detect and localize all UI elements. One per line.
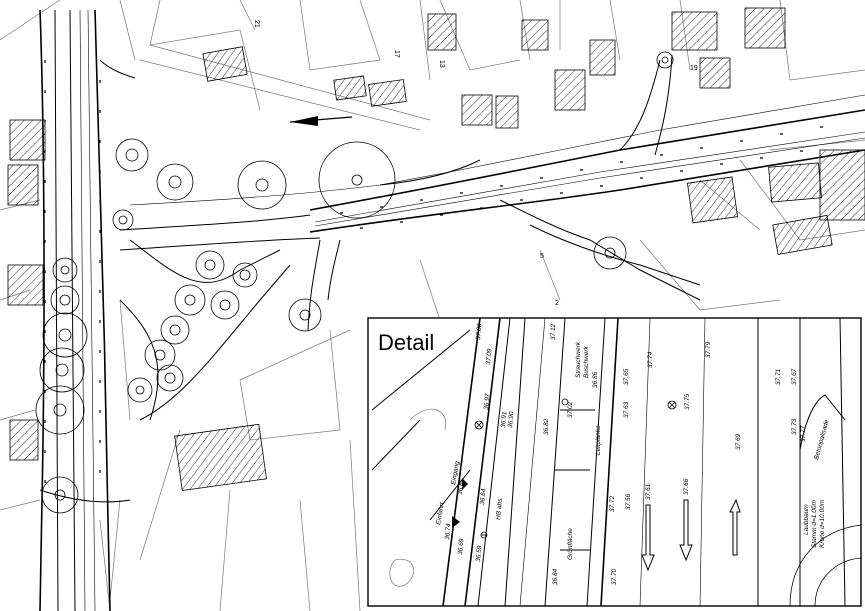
label-strauchwerk: Strauchwerk bbox=[575, 341, 582, 378]
tree-symbol-icon bbox=[593, 236, 627, 270]
tree-symbol-icon bbox=[156, 163, 194, 201]
tree-symbol-icon bbox=[318, 141, 396, 219]
label-laubbaum: Laubbaum bbox=[803, 504, 810, 535]
spot-height: 37.70 bbox=[611, 568, 618, 585]
spot-height: 36.97 bbox=[483, 393, 491, 410]
tree-symbol-icon bbox=[156, 364, 184, 392]
tree-symbol-icon bbox=[160, 315, 190, 345]
plan-small-labels: 21 17 13 19 2 5 bbox=[253, 20, 698, 307]
spot-height: 36.64 bbox=[479, 488, 487, 505]
tree-symbols bbox=[35, 51, 674, 514]
tree-symbol-icon bbox=[127, 377, 153, 403]
svg-text:13: 13 bbox=[438, 60, 445, 68]
spot-height: 37.69 bbox=[735, 433, 742, 450]
north-arrow-icon bbox=[289, 116, 353, 126]
svg-text:17: 17 bbox=[393, 50, 400, 58]
spot-height: 36.91 bbox=[500, 411, 508, 428]
triangle-marker-icon bbox=[462, 478, 468, 490]
tree-symbol-icon bbox=[144, 339, 176, 371]
tree-symbol-icon bbox=[237, 160, 287, 210]
spot-height: 37.08 bbox=[475, 323, 483, 340]
spot-height: 37.71 bbox=[775, 368, 782, 385]
tree-symbol-icon bbox=[288, 298, 322, 332]
spot-height: 37.79 bbox=[705, 341, 712, 358]
svg-text:19: 19 bbox=[690, 65, 698, 72]
spot-height: 36.74 bbox=[444, 523, 452, 540]
label-gruenflaeche: Grünfläche bbox=[567, 528, 574, 560]
spot-height: 36.59 bbox=[475, 545, 483, 562]
road-lines bbox=[119, 54, 865, 331]
spot-height: 37.67 bbox=[791, 368, 798, 385]
tree-symbol-icon bbox=[39, 347, 85, 393]
tree-symbol-icon bbox=[112, 209, 134, 231]
spot-height: 37.63 bbox=[623, 401, 630, 418]
spot-height: 37.65 bbox=[623, 368, 630, 385]
detail-title: Detail bbox=[378, 330, 434, 355]
spot-height: 37.61 bbox=[645, 483, 652, 500]
label-einfahrt: Einfahrt bbox=[435, 501, 446, 525]
spot-height: 37.56 bbox=[625, 493, 632, 510]
tree-symbol-icon bbox=[195, 250, 225, 280]
buildings bbox=[7, 7, 865, 492]
svg-text:2: 2 bbox=[555, 300, 559, 307]
spot-height: 36.90 bbox=[507, 411, 515, 428]
label-leitplanke: Leitplanke bbox=[595, 425, 602, 455]
tree-symbol-icon bbox=[52, 257, 78, 283]
spot-height: 37.72 bbox=[609, 495, 616, 512]
spot-height: 37.09 bbox=[485, 348, 493, 365]
spot-height: 37.77 bbox=[800, 425, 807, 442]
tree-symbol-icon bbox=[35, 385, 85, 435]
detail-linework bbox=[371, 317, 862, 607]
tree-symbol-icon bbox=[174, 284, 206, 316]
svg-text:5: 5 bbox=[540, 253, 544, 260]
svg-text:21: 21 bbox=[253, 20, 260, 28]
tree-symbol-icon bbox=[656, 51, 674, 69]
spot-height: 37.73 bbox=[791, 418, 798, 435]
vertical-road-lines bbox=[39, 9, 291, 611]
label-buschwerk: Buschwerk bbox=[583, 345, 590, 378]
label-eingang: Eingang bbox=[450, 460, 461, 485]
label-laubbaum-krone: Krone d=10.00m bbox=[819, 499, 826, 548]
spot-height: 37.12 bbox=[550, 323, 557, 340]
tree-symbol-icon bbox=[232, 262, 258, 288]
tree-symbol-icon bbox=[115, 138, 149, 172]
tree-symbol-icon bbox=[210, 290, 240, 320]
spot-height: 37.66 bbox=[683, 478, 690, 495]
spot-height: 36.81 bbox=[457, 478, 465, 495]
survey-point-icons bbox=[474, 398, 677, 539]
spot-height: 36.84 bbox=[552, 568, 559, 585]
spot-height: 36.86 bbox=[592, 371, 599, 388]
spot-height: 36.82 bbox=[543, 418, 550, 435]
spot-height: 37.74 bbox=[647, 351, 654, 368]
survey-ticks bbox=[44, 60, 823, 483]
detail-inset: Detail Einfahrt Eingang Grünfläche Leitp… bbox=[367, 317, 862, 607]
triangle-marker-icon bbox=[452, 516, 460, 528]
label-hb-abs: HB abs. bbox=[495, 496, 504, 520]
tree-symbol-icon bbox=[42, 312, 88, 358]
spot-height: 37.02 bbox=[567, 401, 574, 418]
detail-lane-arrows bbox=[641, 498, 741, 572]
spot-height: 36.69 bbox=[457, 538, 465, 555]
spot-height: 37.75 bbox=[684, 393, 691, 410]
tree-symbol-icon bbox=[41, 476, 79, 514]
tree-symbol-icon bbox=[50, 285, 80, 315]
label-laubbaum-stamm: Stamm d=1.00m bbox=[811, 500, 818, 548]
